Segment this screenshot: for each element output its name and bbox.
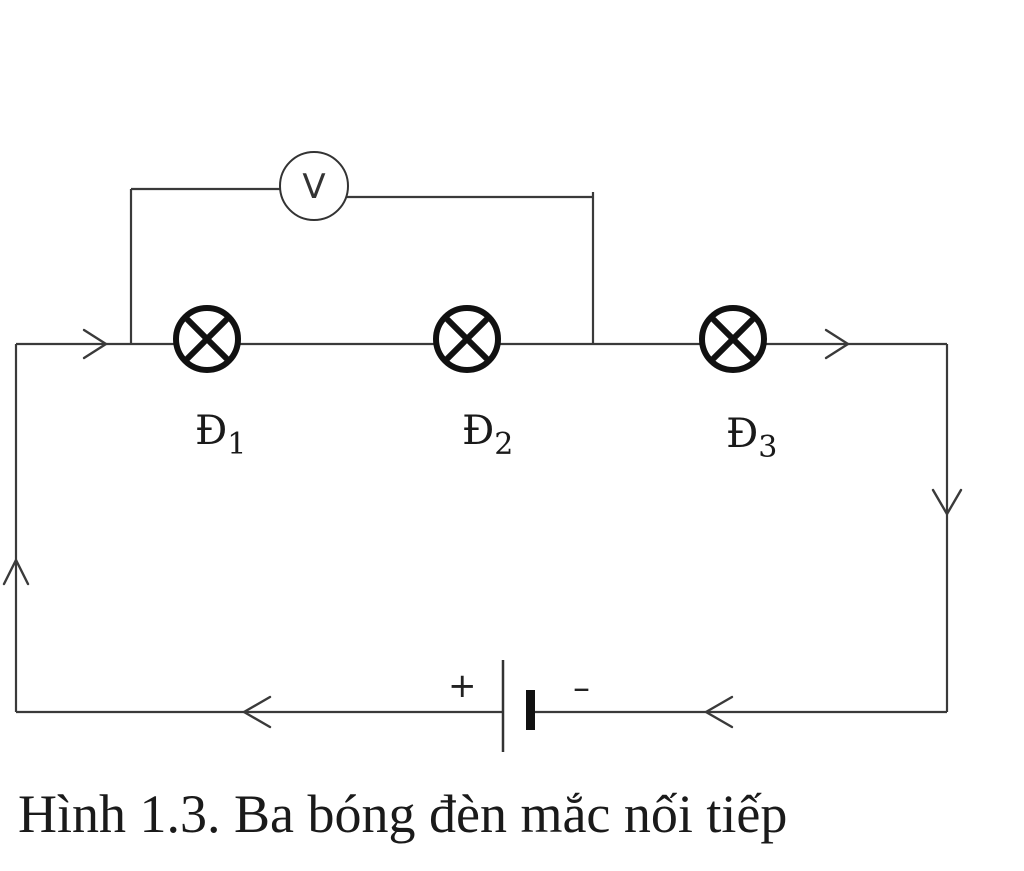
lamp-3-label-main: Đ (726, 411, 758, 457)
arrow-left-icon (242, 695, 272, 729)
voltmeter: V (279, 151, 349, 221)
lamp-3-label: Đ3 (726, 411, 777, 465)
main-circuit-wires (14, 342, 949, 714)
lamp-1-label-sub: 1 (227, 427, 246, 462)
current-arrows (2, 328, 963, 729)
arrow-up-icon (2, 558, 30, 586)
voltmeter-symbol: V (302, 167, 325, 207)
arrow-left-icon (704, 695, 734, 729)
lamp-cross-b (442, 314, 492, 364)
lamp-1: Đ1 (173, 305, 246, 462)
lamp-3: Đ3 (699, 305, 777, 465)
lamp-1-label-main: Đ (195, 408, 227, 454)
lamp-2-label-sub: 2 (494, 427, 513, 462)
arrow-right-icon (824, 328, 850, 360)
voltmeter-circle (279, 151, 349, 221)
battery: + – (448, 660, 590, 752)
lamp-1-label: Đ1 (195, 408, 246, 462)
arrow-right-icon (82, 328, 108, 360)
lamp-2: Đ2 (433, 305, 513, 462)
lamp-2-label-main: Đ (462, 408, 494, 454)
lamp-3-label-sub: 3 (758, 430, 777, 465)
lamp-2-label: Đ2 (462, 408, 513, 462)
lamp-cross-b (182, 314, 232, 364)
arrow-down-icon (931, 488, 963, 516)
battery-negative-plate (526, 690, 535, 730)
battery-minus-sign: – (573, 668, 590, 708)
voltmeter-branch: V (129, 151, 595, 344)
figure-caption: Hình 1.3. Ba bóng đèn mắc nối tiếp (18, 784, 787, 844)
lamp-cross-b (708, 314, 758, 364)
battery-plus-sign: + (448, 666, 477, 706)
